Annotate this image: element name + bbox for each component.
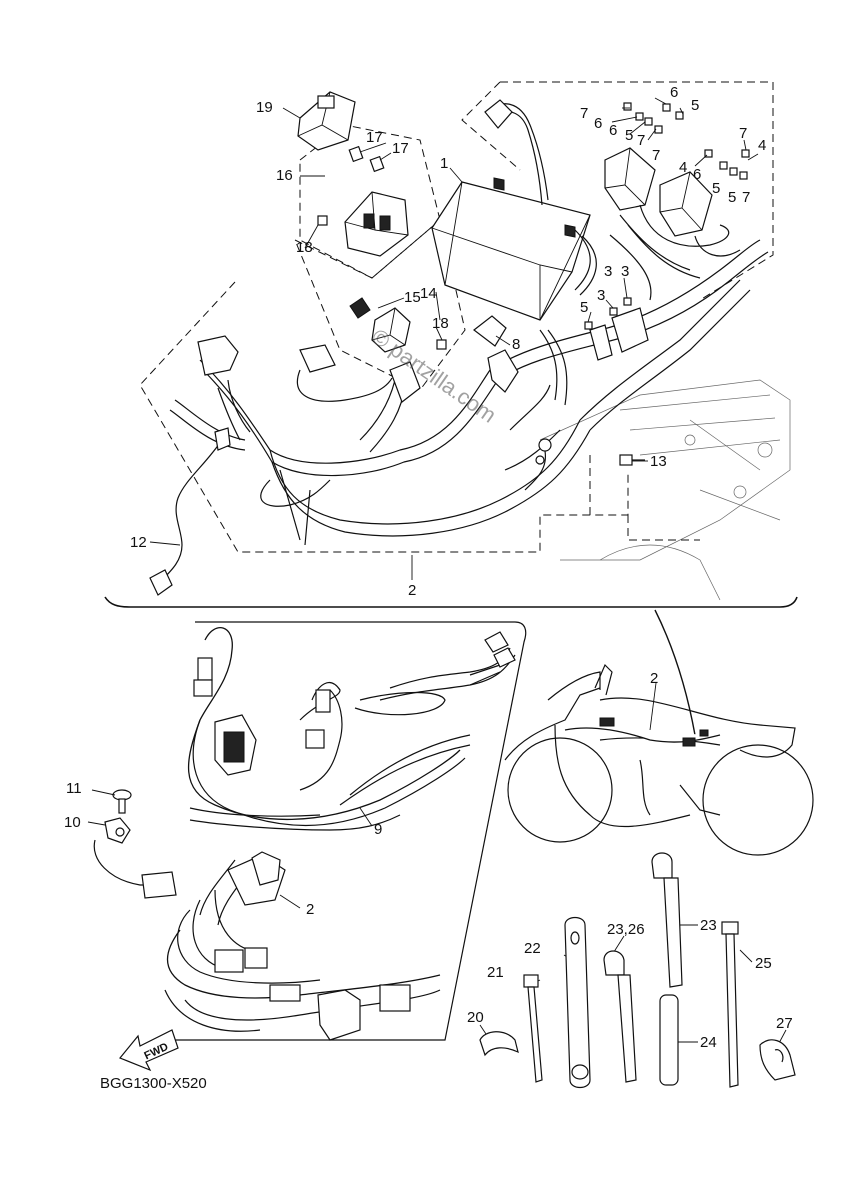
callout-19: 19: [256, 99, 273, 116]
callout-3a: 3: [621, 263, 629, 280]
connector-15[interactable]: [349, 297, 371, 319]
callout-21: 21: [487, 964, 504, 981]
callout-6a: 6: [670, 84, 678, 101]
callout-2-bottom: 2: [306, 901, 314, 918]
callouts: 1 2 3 3 3 4 4 5 5 5 5 5 6 6 6 6 7 7 7 7 …: [64, 84, 793, 1051]
callout-5e: 5: [580, 299, 588, 316]
callout-12: 12: [130, 534, 147, 551]
ignition-switch[interactable]: [141, 851, 411, 1041]
sub-harness-boundary: [170, 621, 527, 1041]
callout-7e: 7: [742, 189, 750, 206]
callout-16: 16: [276, 167, 293, 184]
battery-lead-cables: [484, 99, 652, 301]
fuse-17b[interactable]: [369, 155, 385, 173]
callout-23-26: 23,26: [607, 921, 645, 938]
callout-11: 11: [66, 780, 82, 797]
callout-5d: 5: [728, 189, 736, 206]
relay-14[interactable]: [371, 307, 411, 353]
callout-14: 14: [420, 285, 437, 302]
callout-1: 1: [440, 155, 448, 172]
diagram-code: BGG1300-X520: [100, 1075, 207, 1092]
screw-11[interactable]: [112, 789, 132, 814]
ecu-coupler-right[interactable]: [659, 171, 713, 237]
callout-17a: 17: [366, 129, 383, 146]
fuse-box-dashed-boundary: [294, 219, 466, 391]
cable-tie-21[interactable]: [523, 974, 543, 1083]
callout-4a: 4: [679, 159, 687, 176]
callout-18a: 18: [296, 239, 313, 256]
location-leader: [654, 609, 696, 736]
callout-7c: 7: [652, 147, 660, 164]
callout-20: 20: [467, 1009, 484, 1026]
fuse-17a[interactable]: [348, 145, 364, 163]
callout-10: 10: [64, 814, 81, 831]
band-20[interactable]: [479, 1031, 519, 1057]
callout-25: 25: [755, 955, 772, 972]
battery-area-dashed-boundary: [461, 81, 774, 301]
clamp-27[interactable]: [759, 1039, 796, 1081]
sub-harness-9[interactable]: [187, 627, 516, 831]
watermark-text: © partzilla.com: [367, 324, 501, 428]
frame-ghost-outline: [539, 379, 791, 601]
leader-lines-top: [149, 97, 759, 580]
front-coupler-left[interactable]: [197, 335, 421, 403]
cable-tie-23-26[interactable]: [603, 950, 637, 1083]
callout-6d: 6: [693, 166, 701, 183]
callout-18b: 18: [432, 315, 449, 332]
callout-15: 15: [404, 289, 421, 306]
fuse-18a[interactable]: [317, 215, 328, 226]
tube-24[interactable]: [659, 994, 679, 1086]
callout-6b: 6: [594, 115, 602, 132]
callout-23: 23: [700, 917, 717, 934]
callout-7a: 7: [580, 105, 588, 122]
clamp-10[interactable]: [104, 817, 131, 844]
section-divider: [104, 596, 798, 608]
callout-6c: 6: [609, 122, 617, 139]
sensor-lead-12[interactable]: [149, 427, 231, 596]
callout-4b: 4: [758, 137, 766, 154]
callout-8: 8: [512, 336, 520, 353]
starter-relay-19[interactable]: [297, 91, 356, 151]
cable-tie-23[interactable]: [651, 852, 683, 988]
main-dashed-boundary: [139, 281, 700, 553]
callout-3c: 3: [604, 263, 612, 280]
callout-2-top: 2: [408, 582, 416, 599]
callout-7b: 7: [637, 132, 645, 149]
fuse-box[interactable]: [344, 191, 409, 257]
fuse-18b[interactable]: [436, 339, 447, 350]
callout-3b: 3: [597, 287, 605, 304]
callout-5b: 5: [625, 127, 633, 144]
fwd-arrow: FWD: [119, 1029, 179, 1072]
callout-13: 13: [650, 453, 667, 470]
sub-harness-connectors[interactable]: [193, 631, 516, 776]
terminal-pins-group[interactable]: [584, 102, 750, 330]
ecu-leads: [639, 204, 741, 257]
ground-terminal: [524, 438, 552, 491]
callout-5a: 5: [691, 97, 699, 114]
battery-1[interactable]: [431, 177, 591, 321]
lower-harness-2[interactable]: [93, 839, 441, 1032]
leader-lines-bottom: [87, 682, 787, 1046]
motorcycle-silhouette: [504, 663, 814, 856]
callout-7d: 7: [739, 125, 747, 142]
callout-22: 22: [524, 940, 541, 957]
ground-bolt-13[interactable]: [619, 454, 645, 466]
callout-17b: 17: [392, 140, 409, 157]
cable-tie-25[interactable]: [721, 921, 739, 1088]
ecu-coupler-left[interactable]: [604, 147, 656, 211]
callout-27: 27: [776, 1015, 793, 1032]
callout-2-bike: 2: [650, 670, 658, 687]
holder-band-22[interactable]: [564, 916, 591, 1089]
callout-9: 9: [374, 821, 382, 838]
connector-8[interactable]: [473, 315, 519, 393]
callout-5c: 5: [712, 180, 720, 197]
callout-24: 24: [700, 1034, 717, 1051]
coupler-3-5[interactable]: [589, 307, 649, 361]
